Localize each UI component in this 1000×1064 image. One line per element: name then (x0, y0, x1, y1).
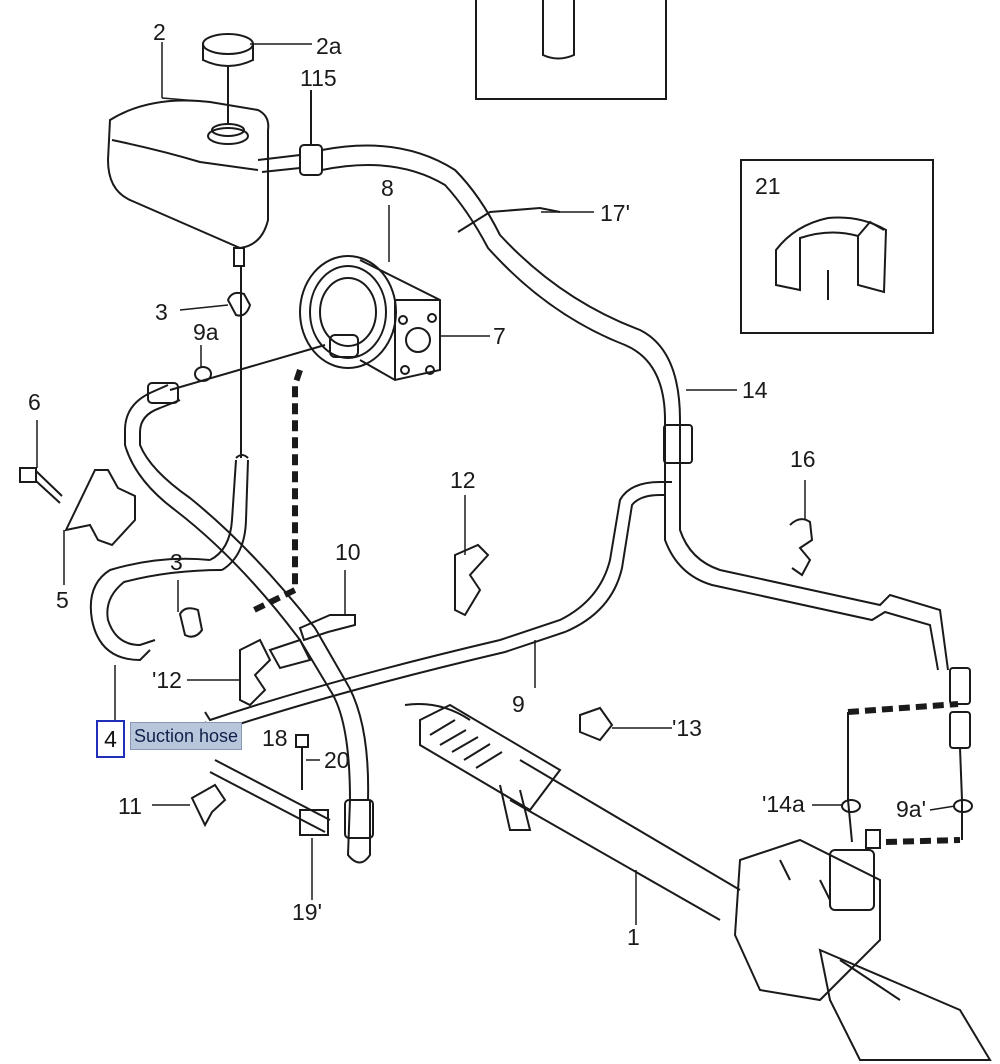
callout-14: 14 (742, 377, 768, 403)
callout-17: 17' (600, 200, 630, 226)
clip-10 (268, 614, 356, 670)
clamp-3-lower (178, 607, 204, 638)
callout-15: 115 (300, 65, 337, 91)
pipe-clamp-19 (209, 759, 331, 836)
bolt-18-20 (295, 734, 309, 790)
callout-6: 6 (28, 389, 41, 415)
suction-hose-4 (89, 266, 249, 662)
clip-12-top (454, 543, 490, 617)
pump-part (299, 255, 441, 382)
callout-21: 21 (755, 173, 781, 199)
fitting-13 (579, 706, 614, 742)
callout-8: 8 (381, 175, 394, 201)
callouts: 2 2a 115 17' 21 8 3 9a 7 6 14 16 12 10 3… (28, 19, 926, 950)
callout-12-top: 12 (450, 467, 476, 493)
callout-9a-right: 9a' (896, 796, 926, 822)
callout-12-left: '12 (152, 667, 182, 693)
reservoir-part (106, 33, 301, 267)
selected-part-4-marker[interactable]: 4 (96, 720, 125, 758)
steering-rack-1 (404, 703, 992, 1061)
callout-5: 5 (56, 587, 69, 613)
right-pipe-fittings (841, 667, 973, 843)
callout-9: 9 (512, 691, 525, 717)
callout-1: 1 (627, 924, 640, 950)
callout-3-top: 3 (155, 299, 168, 325)
callout-10: 10 (335, 539, 361, 565)
callout-20: 20 (324, 747, 350, 773)
oring-9a-top (194, 366, 212, 382)
callout-13: '13 (672, 715, 702, 741)
return-hose-14 (321, 144, 949, 671)
leader-lines (36, 42, 956, 925)
clamp-3-top (226, 291, 252, 317)
callout-3-lower: 3 (170, 549, 183, 575)
part-tooltip: Suction hose (130, 722, 243, 750)
callout-7: 7 (493, 323, 506, 349)
dashed-feed-line (248, 369, 961, 845)
clamp-15 (299, 90, 323, 176)
top-inset-box (475, 0, 667, 100)
callout-16: 16 (790, 446, 816, 472)
callout-14a: '14a (762, 791, 805, 817)
bolt-6 (19, 467, 63, 504)
callout-11: 11 (118, 793, 142, 819)
clip-12-left (239, 638, 272, 707)
clip-16 (789, 518, 814, 577)
clip-11 (190, 783, 227, 828)
callout-19: 19' (292, 899, 322, 925)
bracket-5 (64, 469, 136, 547)
callout-18: 18 (262, 725, 288, 751)
callout-2a: 2a (316, 33, 342, 59)
pipe-9-route (204, 481, 672, 734)
inset-part-21 (740, 159, 934, 334)
callout-9a-top: 9a (193, 319, 219, 345)
pressure-pipe-9 (124, 344, 374, 864)
callout-2: 2 (153, 19, 166, 45)
